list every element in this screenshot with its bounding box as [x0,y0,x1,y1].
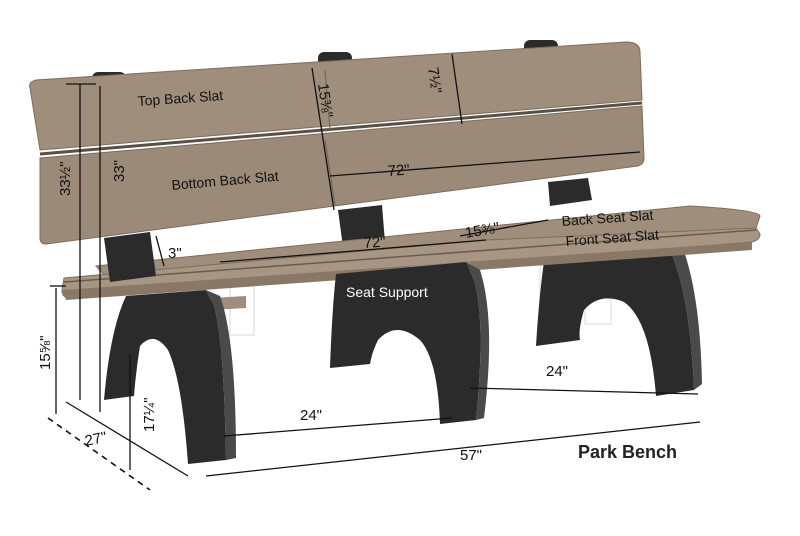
dim-seat-depth: 15⅜" [464,219,501,242]
leg-middle-front [330,262,481,424]
dim-overall-height: 33½" [57,161,74,196]
dim-slat-width-line [451,53,463,125]
seat-slat-gap [63,229,757,283]
dim-seat-depth-line [459,219,549,237]
dim-back-length-line [329,151,641,177]
top-back-slat [29,41,643,151]
label-back-seat-slat: Back Seat Slat [561,207,654,229]
dim-leg-span-left-line [223,417,453,437]
back-slat-gap [39,101,643,156]
dim-back-length: 72" [387,161,410,179]
right-end-leg [536,222,702,396]
rear-leg-right [548,178,592,206]
dim-overall-leg-span: 57" [460,447,482,464]
dim-back-height: 15⅜" [314,82,336,119]
dim-seat-length-line [219,239,487,263]
dim-leg-spacing-right: 24" [546,363,568,380]
dim-overall-span-line [205,421,701,477]
dim-seat-length: 72" [363,233,386,251]
dim-gap-line [155,235,165,267]
label-seat-support: Seat Support [346,284,428,300]
dim-back-top-height: 33" [111,160,128,182]
dim-gap: 3" [168,245,182,262]
back-joint-lower [324,139,336,206]
dim-depth-dashed [47,417,151,491]
leg-right-front [536,222,694,396]
dim-seat-front-height: 17¼" [141,397,158,432]
diagram-title: Park Bench [578,442,677,462]
leg-right-side [662,222,702,390]
dim-slat-width: 7½" [424,66,444,94]
dim-back-height-line [311,67,335,211]
back-joint [324,69,331,131]
label-front-seat-slat: Front Seat Slat [565,227,659,249]
dimension-lines [47,53,701,491]
dim-leg-spacing-left: 24" [300,407,322,424]
dim-seat-height: 15⅝" [37,335,54,370]
leg-left-front [104,290,226,464]
leg-left-upper [104,232,156,282]
back-rest [29,40,645,245]
label-top-back-slat: Top Back Slat [137,87,224,109]
dim-depth-line [65,401,189,477]
dim-overall-depth: 27" [83,429,108,450]
front-legs [104,232,490,464]
dim-leg-span-right-line [469,387,699,395]
leg-left-side [206,290,236,460]
leg-middle-side [466,262,490,420]
